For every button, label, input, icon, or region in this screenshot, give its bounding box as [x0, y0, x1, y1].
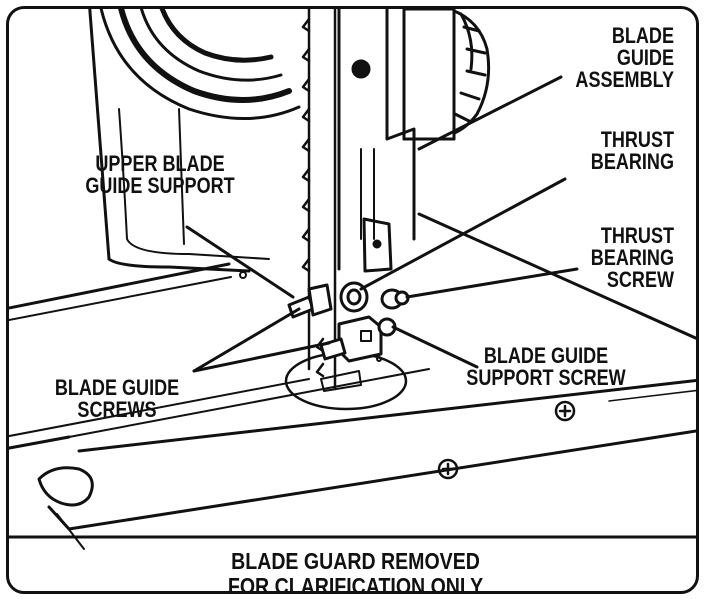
- blade-guide-post: [337, 9, 416, 273]
- diagram-frame: BLADE GUIDE ASSEMBLY THRUST BEARING UPPE…: [6, 6, 699, 594]
- screw-right-upper: [380, 288, 410, 310]
- blade-slot: [320, 370, 362, 392]
- saw-table: [9, 212, 696, 550]
- saw-blade: [301, 9, 337, 391]
- label-blade-guide-support-screw: BLADE GUIDE SUPPORT SCREW: [466, 343, 626, 390]
- leader-lines: [185, 75, 579, 373]
- label-blade-guide-assembly: BLADE GUIDE ASSEMBLY: [575, 23, 674, 92]
- table-screw-1: [554, 400, 576, 422]
- table-screw-2: [437, 458, 459, 480]
- saw-frame: [88, 9, 270, 273]
- label-upper-blade-guide-support: UPPER BLADE GUIDE SUPPORT: [85, 151, 235, 198]
- label-thrust-bearing-screw: THRUST BEARING SCREW: [590, 223, 674, 292]
- table-insert: [284, 351, 408, 411]
- bandsaw-illustration: [9, 9, 696, 550]
- label-thrust-bearing: THRUST BEARING: [590, 127, 674, 174]
- upper-wheel: [99, 9, 301, 121]
- table-hole-small: [376, 356, 382, 362]
- label-blade-guide-screws: BLADE GUIDE SCREWS: [54, 375, 180, 422]
- table-hole: [239, 271, 247, 279]
- tension-knob: [402, 9, 491, 141]
- screw-lower-left: [319, 337, 347, 361]
- caption: BLADE GUARD REMOVED FOR CLARIFICATION ON…: [227, 548, 484, 594]
